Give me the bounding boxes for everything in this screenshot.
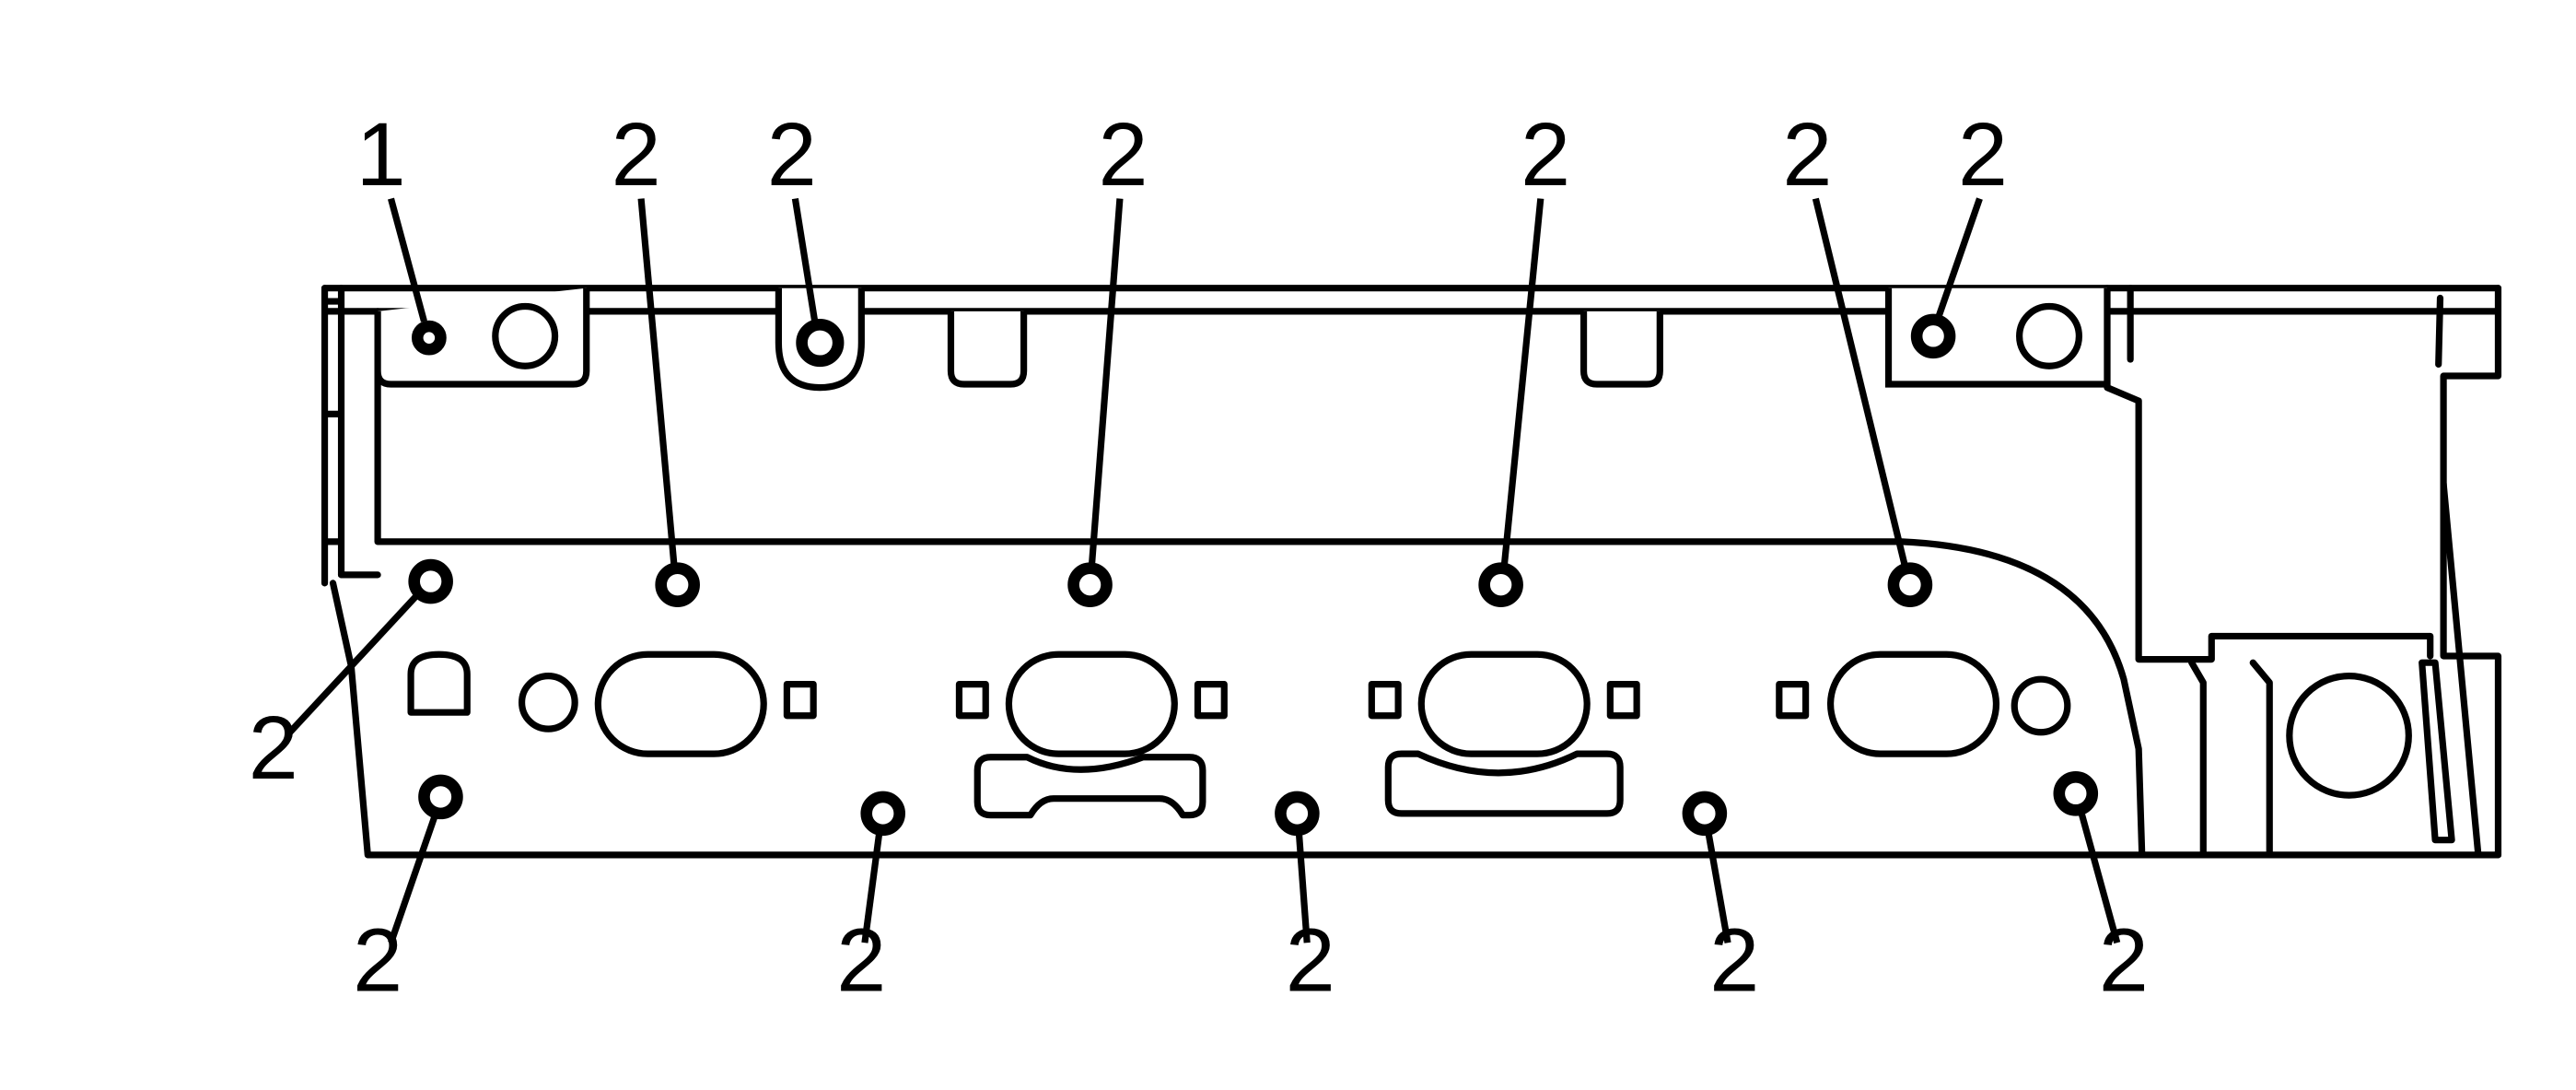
callout-2-top-f: 2 [1958, 104, 2008, 205]
bolt-hole [411, 320, 447, 356]
leader-lines [287, 197, 2121, 944]
bolt-hole [860, 791, 905, 837]
callout-2-top-b: 2 [767, 104, 817, 205]
callout-2-bottom-b: 2 [836, 909, 886, 1010]
callout-2-bottom-e: 2 [2099, 909, 2149, 1010]
callout-labels: 1 2 2 2 2 2 2 2 2 2 2 2 2 [249, 104, 2149, 1010]
bolt-hole [796, 318, 845, 368]
bolt-hole [655, 562, 700, 607]
bolt-hole [1478, 562, 1523, 607]
bolt-hole [418, 774, 463, 820]
callout-2-bottom-c: 2 [1286, 909, 1335, 1010]
callout-2-top-e: 2 [1782, 104, 1832, 205]
callout-2-top-d: 2 [1521, 104, 1570, 205]
exhaust-ports [594, 650, 2000, 757]
callout-2-top-a: 2 [612, 104, 661, 205]
bolt-hole [1682, 791, 1728, 837]
callout-2-left: 2 [249, 697, 298, 798]
bolt-hole [1275, 791, 1320, 837]
callout-2-bottom-a: 2 [353, 909, 402, 1010]
bolt-hole [1887, 562, 1933, 607]
callout-2-top-c: 2 [1099, 104, 1148, 205]
small-features [407, 650, 2071, 819]
bolt-holes [408, 313, 2099, 837]
callout-1: 1 [356, 104, 406, 205]
bolt-hole [408, 558, 453, 604]
bolt-hole [1067, 562, 1113, 607]
head-outline [321, 285, 2502, 859]
bolt-hole [1910, 313, 1956, 359]
bolt-hole [2053, 771, 2099, 816]
callout-2-bottom-d: 2 [1709, 909, 1759, 1010]
